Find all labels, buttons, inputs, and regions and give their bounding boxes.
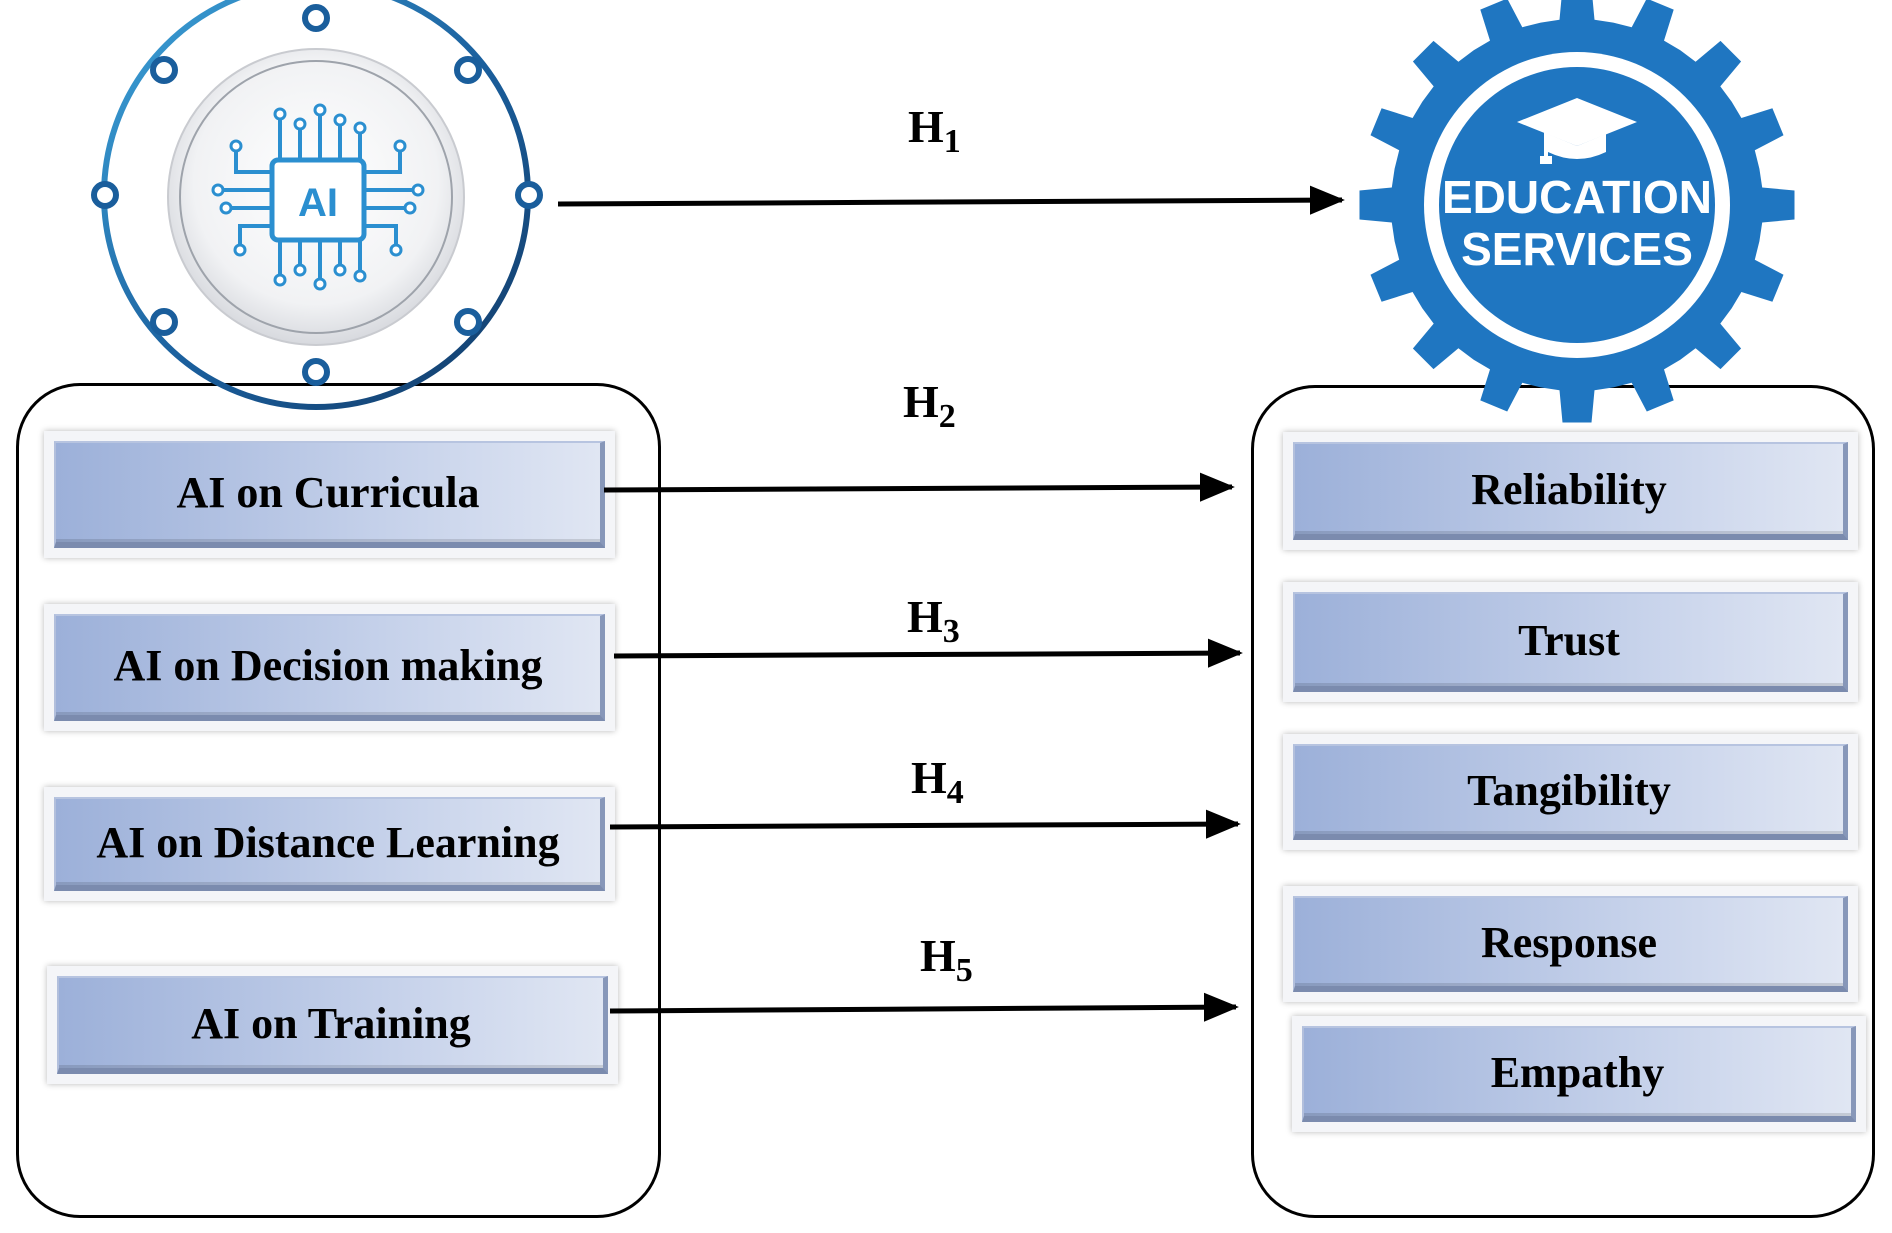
- variable-label: Tangibility: [1467, 765, 1671, 815]
- hypothesis-h3: H3: [907, 591, 960, 650]
- variable-ai-on-decision-making: AI on Decision making: [44, 604, 615, 731]
- arrow-h3: [613, 638, 1243, 668]
- variable-label: Trust: [1518, 615, 1620, 665]
- ai-chip-logo: AI: [91, 0, 543, 410]
- variable-ai-on-distance-learning: AI on Distance Learning: [44, 787, 615, 901]
- graduation-cap-icon: [1517, 98, 1637, 164]
- orbit-nodes: [91, 4, 543, 386]
- variable-label: Reliability: [1471, 464, 1667, 514]
- variable-label: Empathy: [1490, 1047, 1665, 1097]
- variable-label: AI on Distance Learning: [96, 817, 560, 867]
- hypothesis-h5: H5: [920, 930, 973, 989]
- arrow-h1: [557, 185, 1345, 215]
- variable-trust: Trust: [1283, 582, 1858, 702]
- hypothesis-h1: H1: [908, 101, 961, 160]
- variable-reliability: Reliability: [1283, 432, 1858, 550]
- chip-body: [269, 157, 367, 243]
- variable-label: AI on Training: [191, 998, 471, 1048]
- arrow-h4: [609, 809, 1241, 839]
- variable-label: AI on Decision making: [113, 641, 543, 690]
- variable-tangibility: Tangibility: [1283, 734, 1858, 850]
- variable-label: Response: [1480, 917, 1658, 967]
- arrow-h2: [603, 472, 1235, 502]
- education-logo-line1: EDUCATION: [1442, 171, 1712, 223]
- variable-response: Response: [1283, 886, 1858, 1002]
- education-logo-line2: SERVICES: [1461, 223, 1693, 275]
- education-services-logo: EDUCATION SERVICES: [1359, 0, 1795, 423]
- variable-ai-on-training: AI on Training: [47, 966, 618, 1084]
- circuit-nodes: [211, 103, 425, 291]
- variable-label: AI on Curricula: [176, 468, 480, 517]
- variable-empathy: Empathy: [1292, 1016, 1866, 1132]
- hypothesis-h4: H4: [911, 752, 964, 811]
- arrow-h5: [609, 992, 1239, 1022]
- hypothesis-h2: H2: [903, 376, 956, 435]
- variable-ai-on-curricula: AI on Curricula: [44, 431, 615, 558]
- circuit-traces: [220, 112, 416, 282]
- ai-logo-label: AI: [298, 181, 338, 225]
